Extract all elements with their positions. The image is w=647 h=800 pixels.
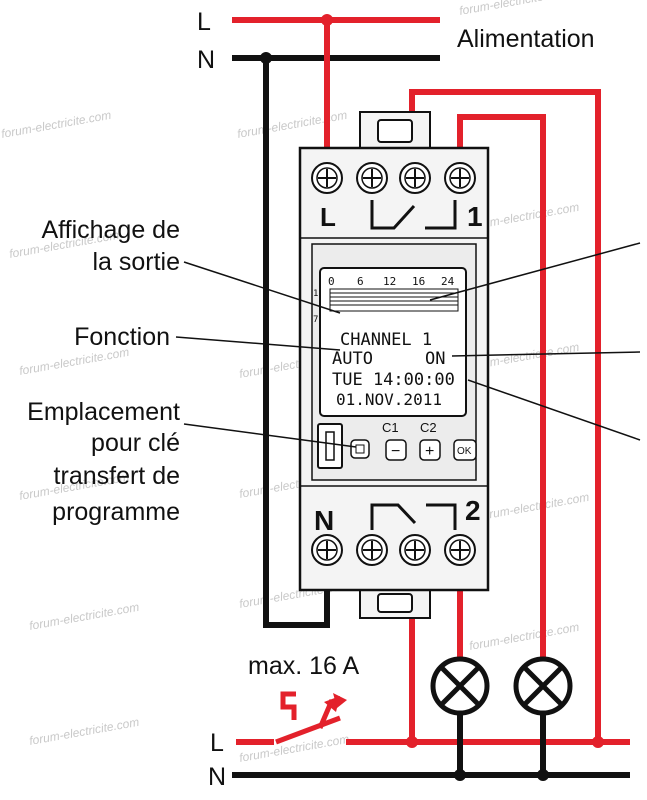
menu-icon [355, 444, 365, 454]
supply-lines: L N Alimentation [197, 8, 595, 74]
lcd-scale-tick: 24 [441, 275, 455, 288]
watermark: forum-electricite.com [478, 490, 590, 523]
callout-slot-line4: programme [52, 498, 180, 526]
callout-function: Fonction [74, 323, 170, 351]
load-circuit: max. 16 A L N [208, 652, 630, 791]
junction-dot [537, 769, 549, 781]
terminal-label-2: 2 [465, 495, 481, 526]
terminal-label-1: 1 [467, 201, 483, 232]
lcd-scale-tick: 16 [412, 275, 425, 288]
terminal-label-n: N [314, 505, 334, 536]
junction-dot [454, 769, 466, 781]
lamp-icon [430, 656, 490, 716]
junction-dot [592, 736, 604, 748]
lcd-time-line: TUE 14:00:00 [332, 370, 455, 390]
lcd-mode: AUTO [332, 349, 373, 369]
lcd-date-line: 01.NOV.2011 [336, 390, 442, 409]
leader-line [451, 351, 641, 357]
load-l-label: L [210, 729, 224, 757]
relay-contact-icon [425, 200, 457, 230]
din-clip-slot [377, 119, 413, 143]
relay-contact-icon [426, 503, 457, 530]
program-key-slot-pins [325, 431, 335, 461]
watermark: forum-electricite.com [28, 600, 140, 633]
watermark: forum-electricite.com [28, 715, 140, 748]
leader-line [183, 423, 357, 448]
callout-slot-line1: Emplacement [27, 398, 180, 426]
junction-dot [406, 736, 418, 748]
callout-display-line1: Affichage de [41, 216, 180, 244]
plus-button-label: + [425, 443, 434, 460]
terminal-label-l: L [320, 202, 336, 232]
load-n-label: N [208, 763, 226, 791]
callouts: Affichage de la sortie Fonction Emplacem… [27, 216, 641, 526]
lcd-channel-line: CHANNEL 1 [340, 330, 432, 350]
control-buttons: C1 C2 − + OK [350, 420, 477, 461]
minus-button-label: − [391, 443, 400, 460]
ok-button-label: OK [457, 446, 472, 457]
lcd-scale-tick: 6 [357, 275, 364, 288]
terminal-screw-icon [311, 534, 343, 566]
lcd-scale-tick: 0 [328, 275, 335, 288]
lcd-state: ON [425, 349, 445, 369]
ok-button[interactable] [453, 439, 477, 461]
button-label-c2: C2 [420, 420, 437, 435]
leader-line [175, 336, 341, 351]
terminal-screw-icon [444, 162, 476, 194]
terminal-screw-icon [399, 534, 431, 566]
leader-line [467, 379, 641, 441]
lcd-timeline [329, 288, 459, 312]
watermark: forum-electricite.com [0, 108, 112, 141]
max-current-label: max. 16 A [248, 652, 359, 680]
terminal-screw-icon [356, 534, 388, 566]
supply-l-label: L [197, 8, 211, 36]
top-terminals: L 1 [311, 162, 483, 232]
callout-slot-line2: pour clé [91, 429, 180, 457]
timer-device: L 1 0 6 12 16 24 1 7 CHANNEL 1 AUTO ON T… [298, 111, 490, 619]
lcd-side-mark: 7 [313, 315, 318, 325]
terminal-screw-icon [444, 534, 476, 566]
circuit-breaker-icon [275, 691, 347, 745]
lcd-side-mark: 1 [313, 289, 318, 299]
button-label-c1: C1 [382, 420, 399, 435]
plus-button[interactable] [419, 439, 441, 461]
minus-button[interactable] [385, 439, 407, 461]
terminal-screw-icon [399, 162, 431, 194]
lcd-display: 0 6 12 16 24 1 7 CHANNEL 1 AUTO ON TUE 1… [313, 267, 467, 417]
menu-button[interactable] [350, 439, 370, 459]
terminal-screw-icon [356, 162, 388, 194]
callout-slot-line3: transfert de [54, 462, 180, 490]
supply-title: Alimentation [457, 25, 595, 53]
watermark: forum-electricite.com [458, 0, 570, 18]
leader-line [429, 242, 641, 301]
callout-display-line2: la sortie [92, 248, 180, 276]
din-clip-slot [377, 593, 413, 613]
relay-contact-icon [370, 200, 416, 230]
wire-output-1-lamp [457, 114, 546, 660]
wire-n-feed [263, 58, 330, 628]
lcd-scale-tick: 12 [383, 275, 396, 288]
watermark: forum-electricite.com [236, 108, 348, 141]
bottom-terminals: N 2 [311, 495, 481, 566]
lamp-icon [513, 656, 573, 716]
leader-line [183, 261, 341, 314]
terminal-screw-icon [311, 162, 343, 194]
relay-contact-icon [370, 503, 417, 530]
program-key-slot [317, 423, 343, 469]
watermark: forum-electricite.com [468, 620, 580, 653]
supply-n-label: N [197, 46, 215, 74]
